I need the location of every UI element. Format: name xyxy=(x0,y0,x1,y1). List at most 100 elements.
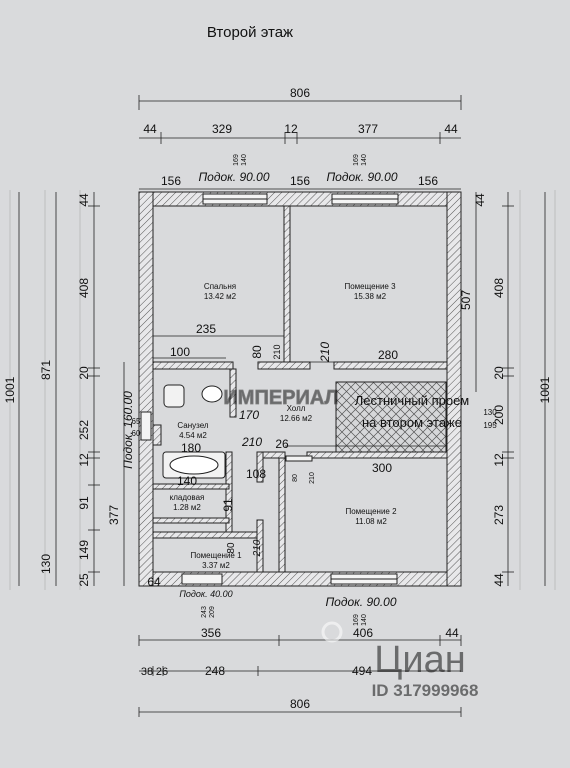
dim-label: 235 xyxy=(196,322,216,336)
dim-label: 252 xyxy=(77,420,91,440)
dim-label: 38 xyxy=(141,666,153,678)
dim-label: 210 xyxy=(309,472,316,484)
cian-watermark: Циан ID 317999968 xyxy=(321,621,479,700)
page-rules xyxy=(9,190,556,590)
dim-label: 210 xyxy=(272,344,282,359)
dim-label: 248 xyxy=(205,664,225,678)
dim-label: 20 xyxy=(77,366,91,380)
dim-label: 169 xyxy=(353,614,360,626)
dim-label: 329 xyxy=(212,122,232,136)
window-label: Подок. 90.00 xyxy=(198,170,269,184)
room-area: 12.66 м2 xyxy=(280,414,313,423)
dim-label: 280 xyxy=(378,348,398,362)
room-area: 15.38 м2 xyxy=(354,292,387,301)
dim-label: 149 xyxy=(77,540,91,560)
dim-label: 210 xyxy=(241,435,262,449)
dim-label: 406 xyxy=(353,626,373,640)
dim-label: 80 xyxy=(250,345,264,359)
dim-label: 1001 xyxy=(3,376,17,403)
dim-label: 210 xyxy=(318,342,332,363)
dim-label: 209 xyxy=(209,606,216,618)
room-area: 4.54 м2 xyxy=(179,431,207,440)
dim-label: 140 xyxy=(177,474,197,488)
dim-label: 44 xyxy=(143,122,157,136)
dim-label: 195 xyxy=(483,421,497,430)
dim-label: 169 xyxy=(233,154,240,166)
dim-label: 356 xyxy=(201,626,221,640)
window-label: Подок. 40.00 xyxy=(179,589,232,599)
dim-label: 44 xyxy=(77,193,91,207)
room-area: 11.08 м2 xyxy=(355,517,387,526)
sink-icon xyxy=(201,385,223,403)
room-area: 13.42 м2 xyxy=(204,292,237,301)
dim-label: 60 xyxy=(132,429,141,438)
cian-logo: Циан xyxy=(374,639,465,681)
dim-label: 26 xyxy=(156,666,168,678)
dim-label: 494 xyxy=(352,664,372,678)
dim-label: 180 xyxy=(181,441,201,455)
dim-bottom-total: 806 xyxy=(290,697,310,711)
dim-label: 44 xyxy=(444,122,458,136)
dim-label: 140 xyxy=(361,154,368,166)
dim-label: 156 xyxy=(290,174,310,188)
room-name: Спальня xyxy=(204,282,236,291)
room-name: Помещение 2 xyxy=(345,507,397,516)
window-label: Подок. 160.00 xyxy=(121,391,135,469)
dim-label: 130 xyxy=(39,554,53,574)
dim-label: 507 xyxy=(459,290,473,310)
dim-label: 20 xyxy=(492,366,506,380)
dim-label: 1001 xyxy=(538,376,552,403)
imperial-watermark: ИМПЕРИАЛ xyxy=(223,387,339,410)
room-name: Санузел xyxy=(177,421,208,430)
dim-label: 169 xyxy=(353,154,360,166)
windows xyxy=(140,193,399,585)
dim-label: 156 xyxy=(161,174,181,188)
dim-label: 130 xyxy=(483,408,497,417)
dim-label: 300 xyxy=(372,461,392,475)
dim-label: 44 xyxy=(473,193,487,207)
interior-walls xyxy=(152,205,448,573)
dim-label: 12 xyxy=(492,453,506,467)
window-label: Подок. 90.00 xyxy=(326,170,397,184)
cian-id: ID 317999968 xyxy=(372,681,479,700)
dimension-labels: 806 44 329 12 377 44 156 156 156 356 406… xyxy=(3,86,552,711)
room-area: 3.37 м2 xyxy=(202,561,230,570)
room-name: Помещение 1 xyxy=(190,551,242,560)
room-name: Помещение 3 xyxy=(344,282,396,291)
dim-label: 408 xyxy=(492,278,506,298)
dim-label: 140 xyxy=(361,614,368,626)
plan-title: Второй этаж xyxy=(206,24,294,41)
window-labels: Подок. 90.00 Подок. 90.00 Подок. 90.00 П… xyxy=(121,170,398,609)
dim-label: 12 xyxy=(284,122,298,136)
dim-label: 377 xyxy=(107,505,121,525)
dim-label: 26 xyxy=(275,437,289,451)
dim-label: 377 xyxy=(358,122,378,136)
dim-top-total: 806 xyxy=(290,86,310,100)
stair-label: на втором этаже xyxy=(362,415,462,430)
window-label: Подок. 90.00 xyxy=(325,595,396,609)
dimension-lines xyxy=(18,95,546,717)
fixtures xyxy=(162,384,313,479)
dim-label: 64 xyxy=(147,575,161,589)
room-area: 1.28 м2 xyxy=(173,503,201,512)
dim-label: 80 xyxy=(292,474,299,482)
dim-label: 91 xyxy=(77,496,91,510)
dim-label: 108 xyxy=(246,467,266,481)
toilet-icon xyxy=(163,384,185,408)
dim-label: 871 xyxy=(39,360,53,380)
dim-label: 156 xyxy=(418,174,438,188)
dim-label: 91 xyxy=(221,498,235,512)
dim-label: 25 xyxy=(77,573,91,587)
dim-label: 12 xyxy=(77,453,91,467)
dim-label: 65 xyxy=(132,417,141,426)
pin-icon xyxy=(321,621,343,643)
dim-label: 200 xyxy=(492,405,506,425)
room-name: Холл xyxy=(287,404,306,413)
dim-label: 243 xyxy=(201,606,208,618)
room-labels: Спальня 13.42 м2 Помещение 3 15.38 м2 Хо… xyxy=(170,282,470,570)
dim-label: 273 xyxy=(492,505,506,525)
dim-label: 170 xyxy=(239,408,259,422)
dim-label: 408 xyxy=(77,278,91,298)
dim-label: 100 xyxy=(170,345,190,359)
